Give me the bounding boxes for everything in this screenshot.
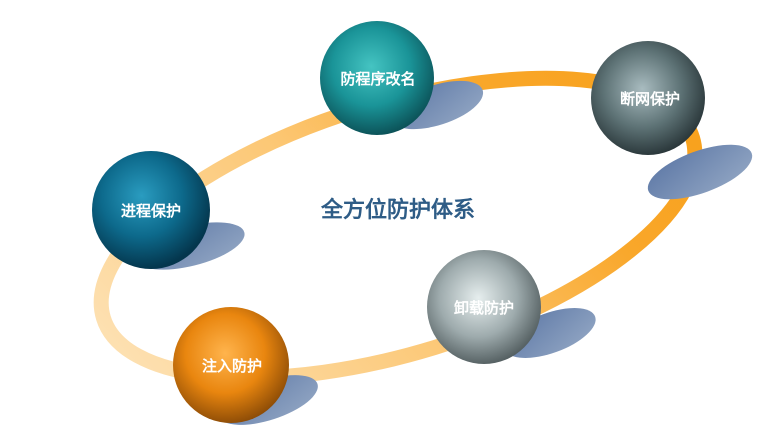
- shadow-uninstall: [504, 308, 596, 358]
- node-rename: 防程序改名: [320, 21, 434, 135]
- diagram-title: 全方位防护体系: [320, 197, 475, 223]
- node-network: 断网保护: [591, 41, 705, 155]
- node-process: 进程保护: [92, 151, 210, 269]
- node-inject-label: 注入防护: [202, 357, 262, 375]
- node-inject: 注入防护: [173, 307, 289, 423]
- node-rename-label: 防程序改名: [340, 70, 415, 88]
- node-process-label: 进程保护: [121, 202, 181, 220]
- node-uninstall-label: 卸载防护: [454, 299, 514, 317]
- node-network-label: 断网保护: [620, 90, 680, 108]
- shadow-network: [647, 144, 753, 200]
- node-uninstall: 卸载防护: [427, 250, 541, 364]
